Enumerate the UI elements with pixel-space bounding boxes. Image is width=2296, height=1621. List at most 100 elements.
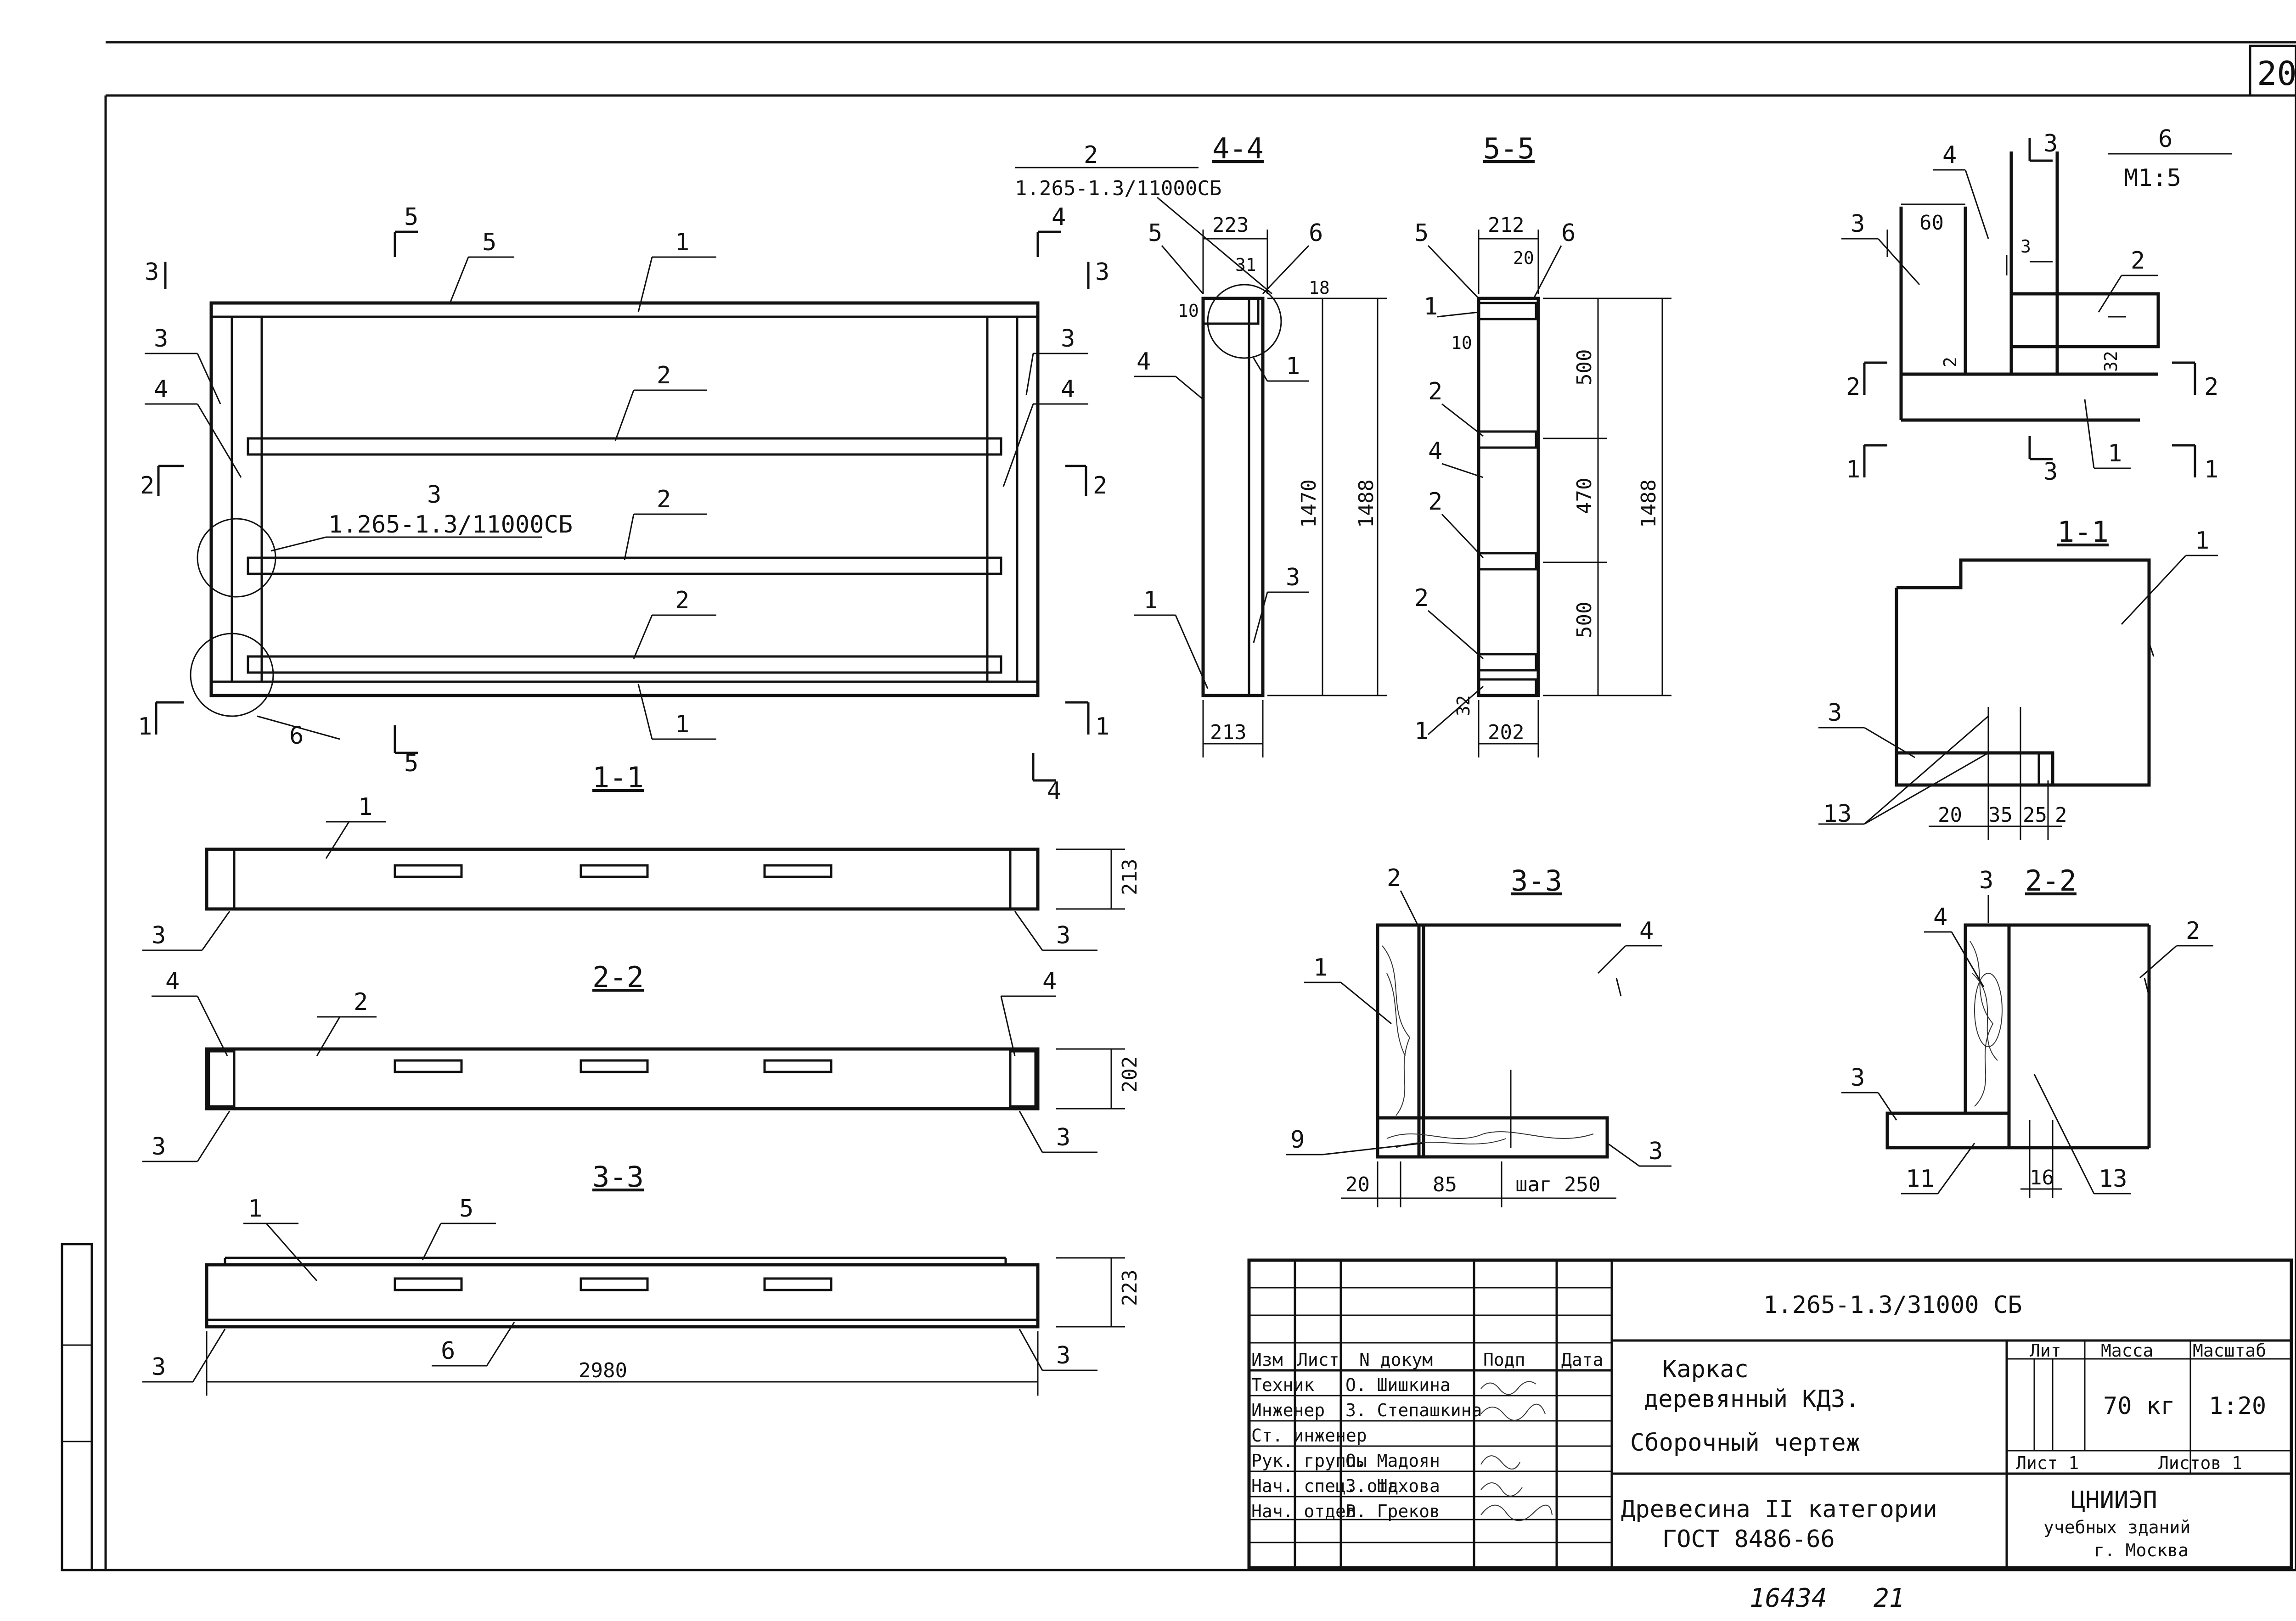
tb-sheet: Лист 1 [2016, 1453, 2079, 1473]
tb-header-list: Лист [1297, 1350, 1339, 1370]
tb-material-1: Древесина II категории [1621, 1496, 1937, 1523]
dim-3-3-height: 223 [1118, 1270, 1142, 1306]
svg-text:1: 1 [2195, 527, 2209, 555]
svg-text:4: 4 [1042, 968, 1057, 995]
tb-scale-value: 1:20 [2209, 1392, 2266, 1420]
main-view-labels: 1 5 2 2 2 1 3 4 3 4 3 1.265-1.3/11000СБ … [138, 203, 1109, 805]
detail-3-3-view: 2 1 4 3 9 [1286, 864, 1671, 1207]
svg-text:3: 3 [1061, 325, 1075, 353]
dim-4-4-bottom: 213 [1210, 721, 1246, 744]
svg-text:1: 1 [1143, 587, 1158, 614]
svg-text:3: 3 [1649, 1138, 1663, 1165]
tb-name-1: З. Степашкина [1345, 1400, 1482, 1420]
svg-text:1: 1 [1424, 293, 1438, 320]
dim-d33-85: 85 [1433, 1173, 1457, 1196]
detail-2-2-view: 3 4 2 3 11 13 [1841, 867, 2213, 1198]
svg-text:3: 3 [1851, 1064, 1865, 1092]
dim-overall-length: 2980 [579, 1359, 627, 1382]
tb-name-5: В. Греков [1345, 1501, 1440, 1521]
svg-text:1: 1 [1313, 954, 1328, 982]
svg-text:4: 4 [1933, 903, 1947, 931]
dim-4-4-10: 10 [1178, 301, 1199, 321]
svg-text:3: 3 [152, 1133, 166, 1161]
svg-text:1: 1 [248, 1195, 262, 1223]
detail-6-view: 1 2 3 4 2 2 1 1 3 3 [1841, 130, 2218, 486]
svg-text:4: 4 [1639, 917, 1654, 945]
svg-text:2: 2 [140, 472, 154, 499]
tb-scale-label: Масштаб [2193, 1341, 2266, 1361]
dim-4-4-31: 31 [1235, 255, 1256, 275]
tb-role-3: Рук. группы [1251, 1451, 1367, 1471]
svg-text:3: 3 [1056, 922, 1070, 949]
svg-text:4: 4 [1061, 376, 1075, 403]
svg-text:3: 3 [152, 1353, 166, 1381]
svg-text:5: 5 [459, 1195, 473, 1223]
dim-d22-16: 16 [2030, 1166, 2054, 1189]
svg-text:2: 2 [657, 486, 671, 513]
svg-text:4: 4 [1942, 141, 1957, 169]
dim-2-2-height: 202 [1118, 1056, 1142, 1093]
svg-text:1: 1 [2108, 440, 2122, 467]
svg-text:2: 2 [1093, 472, 1107, 499]
svg-text:3: 3 [1851, 210, 1865, 238]
tb-role-1: Инженер [1251, 1400, 1325, 1420]
tb-doc-code: 1.265-1.3/31000 СБ [1763, 1291, 2022, 1319]
sheet-frame [61, 41, 2296, 1571]
dim-d33-20: 20 [1345, 1173, 1370, 1196]
tb-mass-label: Масса [2101, 1341, 2153, 1361]
dim-5-5-bottom: 202 [1488, 721, 1524, 744]
tb-header-podp: Подп [1483, 1350, 1525, 1370]
svg-text:4: 4 [1052, 203, 1066, 231]
svg-text:1: 1 [675, 229, 689, 256]
dim-d11-2: 2 [2055, 803, 2067, 827]
svg-text:13: 13 [2099, 1165, 2127, 1193]
svg-text:4: 4 [1137, 348, 1151, 376]
svg-text:5: 5 [1148, 219, 1162, 247]
tb-org-3: г. Москва [2094, 1540, 2189, 1560]
tb-org-1: ЦНИИЭП [2071, 1486, 2157, 1514]
svg-text:3: 3 [2043, 458, 2058, 486]
section-3-3-view: 1 5 6 3 3 [142, 1195, 1125, 1396]
svg-text:2: 2 [1428, 378, 1442, 405]
svg-text:11: 11 [1906, 1165, 1935, 1193]
detail-3-3-title: 3-3 [1511, 864, 1562, 897]
tb-header-data: Дата [1561, 1350, 1604, 1370]
svg-text:13: 13 [1823, 800, 1852, 828]
title-block [1247, 1258, 2293, 1570]
dim-d6-60: 60 [1919, 211, 1944, 235]
detail-6-scale: М1:5 [2124, 164, 2181, 192]
svg-text:6: 6 [1561, 219, 1576, 247]
tb-name-4: З. Шахова [1345, 1476, 1440, 1496]
svg-text:1: 1 [1286, 353, 1300, 380]
svg-text:4: 4 [165, 968, 180, 995]
main-frame-view [190, 301, 1040, 717]
ref3-number: 3 [427, 481, 441, 509]
tb-name-0: О. Шишкина [1345, 1375, 1451, 1395]
svg-text:2: 2 [1414, 584, 1429, 612]
section-1-1-view: 1 3 3 [142, 793, 1125, 951]
tb-mass-value: 70 кг [2103, 1392, 2175, 1420]
dim-d11-25: 25 [2023, 803, 2047, 827]
svg-text:9: 9 [1290, 1126, 1305, 1154]
doc-number: 16434 [1750, 1583, 1827, 1613]
ref2-code: 1.265-1.3/11000СБ [1015, 177, 1221, 200]
svg-text:1: 1 [2204, 456, 2218, 483]
tb-org-2: учебных зданий [2043, 1517, 2190, 1537]
svg-text:2: 2 [2186, 917, 2200, 945]
dim-d6-3: 3 [2020, 236, 2031, 257]
svg-text:2: 2 [657, 362, 671, 389]
svg-text:4: 4 [1428, 438, 1442, 465]
svg-text:5: 5 [404, 203, 418, 231]
svg-text:2: 2 [1846, 373, 1860, 401]
svg-text:1: 1 [675, 711, 689, 738]
dim-4-4-top: 223 [1212, 213, 1249, 237]
ref3-code: 1.265-1.3/11000СБ [328, 511, 573, 538]
svg-text:1: 1 [358, 793, 372, 821]
tb-lit-label: Лит [2030, 1341, 2061, 1361]
doc-sheet-number: 21 [1874, 1583, 1904, 1613]
detail-1-1-title: 1-1 [2057, 515, 2109, 549]
dim-d11-35: 35 [1988, 803, 2013, 827]
dim-1-1-height: 213 [1118, 859, 1142, 895]
svg-text:1: 1 [1414, 718, 1429, 745]
